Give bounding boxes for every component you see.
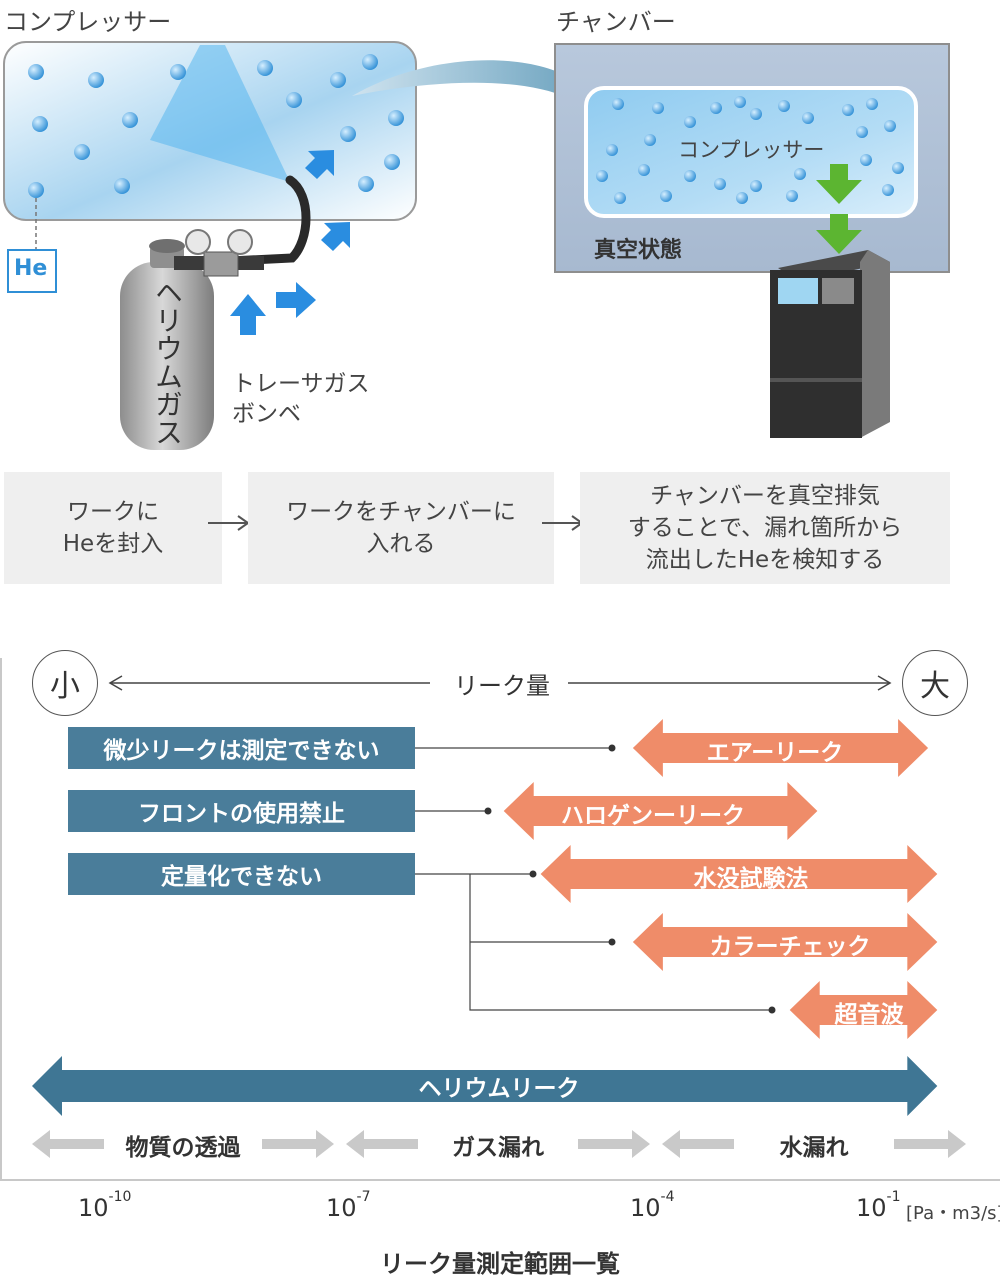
chart-caption: リーク量測定範囲一覧 — [380, 1250, 620, 1278]
tick-base: 10 — [78, 1194, 109, 1222]
range-arrow-1 — [503, 782, 818, 840]
he-label: He — [14, 256, 48, 281]
step-3-line3: 流出したHeを検知する — [645, 547, 885, 573]
cylinder-label: ヘリウムガス — [151, 278, 184, 446]
helium-particles — [28, 54, 404, 198]
step-2-line2: 入れる — [366, 531, 436, 557]
phenomena-arrows — [32, 1130, 966, 1158]
leak-amount-axis — [108, 675, 892, 691]
step-3-line2: することで、漏れ箇所から — [627, 515, 903, 541]
tick-exponent: -7 — [356, 1189, 371, 1205]
range-arrow-5 — [32, 1056, 938, 1116]
tick-exponent: -10 — [108, 1189, 132, 1205]
tracer-gas-label-line2: ボンベ — [232, 401, 301, 427]
limitation-label: 定量化できない — [161, 864, 322, 890]
tick-base: 10 — [326, 1194, 357, 1222]
step-2-line1: ワークをチャンバーに — [286, 499, 516, 525]
scale-small: 小 — [32, 650, 98, 716]
process-step-2: ワークをチャンバーに入れる — [248, 472, 554, 584]
method-label-ultrasonic: 超音波 — [834, 1002, 904, 1028]
chart-frame-bottom — [0, 1179, 1000, 1181]
unit-label: [Pa・m3/s] — [906, 1203, 1000, 1224]
method-label-color-check: カラーチェック — [709, 934, 871, 960]
limitation-tag: 定量化できない — [68, 853, 415, 895]
inner-compressor-label: コンプレッサー — [678, 138, 825, 162]
process-step-1: ワークに Heを封入 — [4, 472, 222, 584]
chamber-label: チャンバー — [556, 8, 676, 36]
transfer-arrow — [352, 60, 614, 116]
range-arrow-3 — [632, 913, 938, 971]
compressor-label: コンプレッサー — [4, 8, 172, 36]
limitation-label: フロントの使用禁止 — [138, 801, 345, 827]
chart-frame-left — [0, 658, 2, 1180]
step-3-line1: チャンバーを真空排気 — [650, 483, 880, 509]
tick-label: 10-10 — [78, 1189, 131, 1222]
leak-amount-label: リーク量 — [454, 672, 550, 700]
phenomenon-water-leak: 水漏れ — [779, 1135, 849, 1161]
method-label-halogen: ハロゲンーリーク — [561, 803, 745, 829]
process-step-3: チャンバーを真空排気することで、漏れ箇所から流出したHeを検知する — [580, 472, 950, 584]
detection-arrows — [816, 164, 862, 254]
limitation-tag: 微少リークは測定できない — [68, 727, 415, 769]
tick-exponent: -1 — [886, 1189, 901, 1205]
step-1-line1: ワークに — [66, 499, 159, 525]
leak-test-illustration — [3, 41, 950, 450]
tick-label: 10-4 — [630, 1189, 675, 1222]
method-label-air: エアーリーク — [706, 740, 844, 766]
tick-label: 10-1 — [856, 1189, 901, 1222]
he-label-box — [7, 249, 57, 293]
tick-label: 10-7 — [326, 1189, 371, 1222]
connector-lines — [415, 744, 776, 1014]
tick-base: 10 — [856, 1194, 887, 1222]
step-arrow-1 — [206, 508, 252, 542]
tick-exponent: -4 — [660, 1189, 675, 1205]
method-label-submersion: 水没試験法 — [693, 866, 809, 892]
step-1-line2: Heを封入 — [62, 531, 164, 557]
limitation-label: 微少リークは測定できない — [103, 738, 380, 764]
phenomenon-permeation: 物質の透過 — [125, 1135, 241, 1161]
tracer-gas-label-line1: トレーサガス — [232, 371, 370, 397]
leak-range-arrows — [32, 719, 938, 1116]
limitation-tag: フロントの使用禁止 — [68, 790, 415, 832]
method-label-helium: ヘリウムリーク — [418, 1076, 580, 1102]
helium-leak-detector — [770, 250, 890, 438]
range-arrow-0 — [632, 719, 929, 777]
phenomenon-gas-leak: ガス漏れ — [452, 1135, 544, 1161]
scale-large: 大 — [902, 650, 968, 716]
vacuum-state-label: 真空状態 — [594, 238, 683, 263]
range-arrow-2 — [540, 845, 938, 903]
helium-cylinder — [120, 262, 214, 450]
range-arrow-4 — [789, 981, 938, 1039]
gas-flow-arrows — [230, 150, 350, 335]
tick-base: 10 — [630, 1194, 661, 1222]
